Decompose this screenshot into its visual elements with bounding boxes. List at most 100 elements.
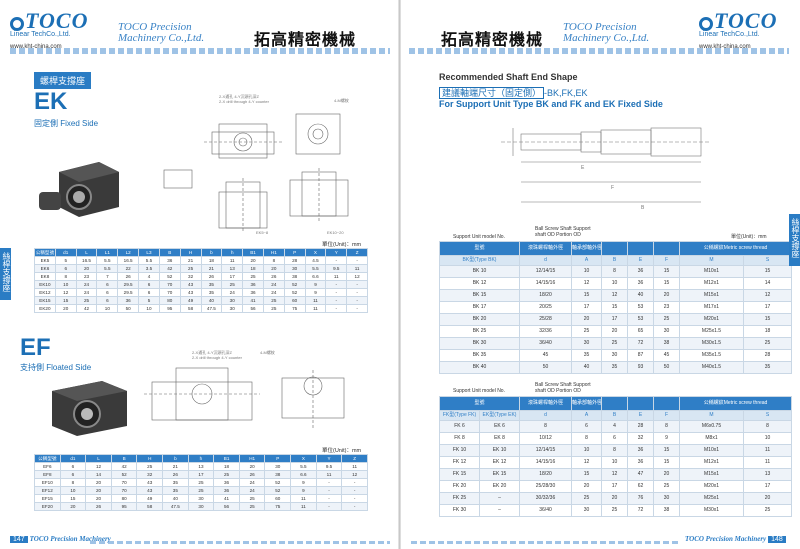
table-cell: 17 [221,272,244,281]
footer-stripe-left [90,541,390,544]
table-header-cell: X [304,248,327,257]
table-cell: 17 [601,480,629,493]
url-text: www.kht-china.com [10,44,62,50]
ef-subtitle: 支持側 Floated Side [20,363,92,372]
table-cell: 12 [743,289,792,302]
svg-text:2-X drill through 4-Y counter: 2-X drill through 4-Y counter [192,355,243,360]
table-cell: 21 [179,256,202,265]
table-cell: - [341,478,368,487]
table-cell: 6 [54,264,77,273]
table-cell: 20 [85,494,112,503]
logo-sub: Linear TechCo.,Ltd. [10,31,71,38]
fk-h1: 型號 [438,396,521,411]
table-cell: 12 [346,272,368,281]
table-cell: 32 [179,272,202,281]
header-stripe-right [409,48,789,54]
table-cell: 13 [221,264,244,273]
table-cell: EK 20 [478,480,521,493]
table-cell: 15 [571,289,602,302]
table-cell: 20 [75,264,98,273]
table-cell: 5.5 [96,256,119,265]
table-cell: 24 [262,280,285,289]
table-cell: 95 [110,502,138,511]
fk-h4: 公稱螺紋Metric screw thread [679,396,793,411]
table-cell: 26 [85,502,112,511]
table-cell: - [325,256,348,265]
table-cell: 36 [117,296,140,305]
svg-text:EK10~20: EK10~20 [327,230,344,234]
table-cell: 20/25 [519,301,572,314]
table-cell: 87 [627,349,654,362]
table-cell: 8 [519,420,573,433]
table-cell: EF15 [34,494,61,503]
table-header-cell: L [85,454,112,463]
footer-name-left: TOCO Precision Machinery [29,535,111,543]
table-cell: 12 [54,288,77,297]
table-cell: 21 [200,264,223,273]
bk-h4: 公稱螺紋Metric screw thread [679,241,792,256]
ef-unit: 單位(Unit)：mm [322,448,362,454]
table-cell: 38 [653,504,681,517]
table-header-cell: B [601,410,629,421]
table-cell: 25 [571,492,603,505]
table-cell: 28 [627,420,655,433]
table-header-cell: d [519,410,573,421]
table-cell: 8 [601,265,628,278]
table-cell: 15 [743,265,792,278]
table-cell: EF20 [34,502,61,511]
table-cell: 14/15/16 [519,277,572,290]
table-cell: M30x1 [679,504,745,517]
table-cell: 35 [200,280,223,289]
table-cell: 10/12 [519,432,573,445]
table-cell: 32/36 [519,325,572,338]
table-cell: 25 [571,325,602,338]
table-cell: 45 [519,349,572,362]
table-cell: 36 [627,277,654,290]
table-cell: 20 [601,492,629,505]
table-cell: 29.5 [117,280,140,289]
table-cell: - [346,280,368,289]
table-cell: 8 [571,432,603,445]
ek-subtitle: 固定側 Fixed Side [34,119,99,128]
table-cell: 72 [627,337,654,350]
table-cell: EK 10 [478,444,521,457]
table-header-cell: 公稱型號 [34,248,56,257]
table-cell: 25 [743,504,793,517]
table-cell: 53 [627,301,654,314]
table-cell: 36 [627,456,655,469]
table-cell: 28 [283,256,306,265]
table-header-cell: H1 [262,248,285,257]
table-header-cell: h [187,454,215,463]
table-cell: - [346,288,368,297]
table-cell: 4.5 [304,256,327,265]
table-cell: 25/28/30 [519,480,573,493]
table-cell: 26 [262,272,285,281]
table-cell: 18 [213,462,240,471]
table-cell: M10x1 [679,265,744,278]
table-cell: 30 [653,325,680,338]
table-cell: EK 12 [478,456,521,469]
table-cell: 14/15/16 [519,456,573,469]
table-cell: 28 [743,349,792,362]
table-cell: 47.5 [162,502,189,511]
table-cell: 45 [653,349,680,362]
table-cell: 65 [627,325,654,338]
table-cell: 4 [138,272,160,281]
svg-text:E: E [581,165,585,171]
table-cell: 23 [75,272,98,281]
table-cell: 93 [627,361,654,374]
table-cell: 10 [96,304,119,313]
table-cell: 15 [601,301,628,314]
table-cell: M20x1 [679,313,744,326]
table-cell: 20 [54,304,77,313]
